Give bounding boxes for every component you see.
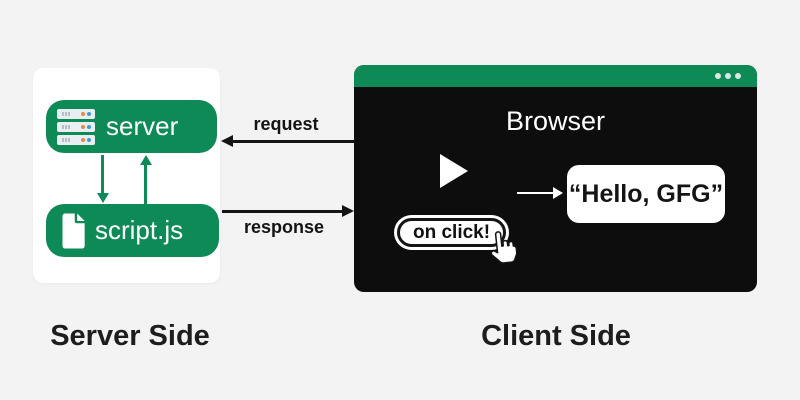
script-node: script.js: [46, 204, 219, 257]
onclick-to-output-arrow-line: [517, 192, 553, 194]
request-label: request: [253, 114, 319, 134]
server-to-script-arrow-head: [96, 193, 109, 203]
script-node-label: script.js: [95, 215, 184, 245]
response-label: response: [243, 217, 325, 237]
window-dots-icon: [715, 73, 741, 79]
request-arrow-line: [232, 140, 354, 143]
browser-window: Browser “Hello, GFG” on click!: [354, 65, 757, 292]
script-to-server-arrow-line: [144, 164, 147, 204]
response-arrow-head: [342, 205, 354, 217]
onclick-button[interactable]: on click!: [397, 218, 507, 247]
client-side-caption: Client Side: [481, 320, 631, 352]
play-icon: [440, 154, 468, 188]
browser-titlebar: [354, 65, 757, 87]
request-arrow-head: [221, 135, 233, 147]
file-icon: [59, 213, 87, 249]
server-side-caption: Server Side: [50, 320, 210, 352]
onclick-to-output-arrow-head: [553, 187, 563, 199]
cursor-icon: [486, 227, 522, 273]
browser-title: Browser: [505, 106, 606, 136]
output-box: “Hello, GFG”: [567, 165, 725, 223]
output-text: “Hello, GFG”: [568, 179, 724, 208]
response-arrow-line: [222, 210, 343, 213]
server-icon: [57, 108, 95, 145]
server-node: server: [46, 100, 217, 153]
server-to-script-arrow-line: [101, 155, 104, 193]
script-to-server-arrow-head: [139, 155, 152, 165]
server-node-label: server: [106, 111, 179, 141]
